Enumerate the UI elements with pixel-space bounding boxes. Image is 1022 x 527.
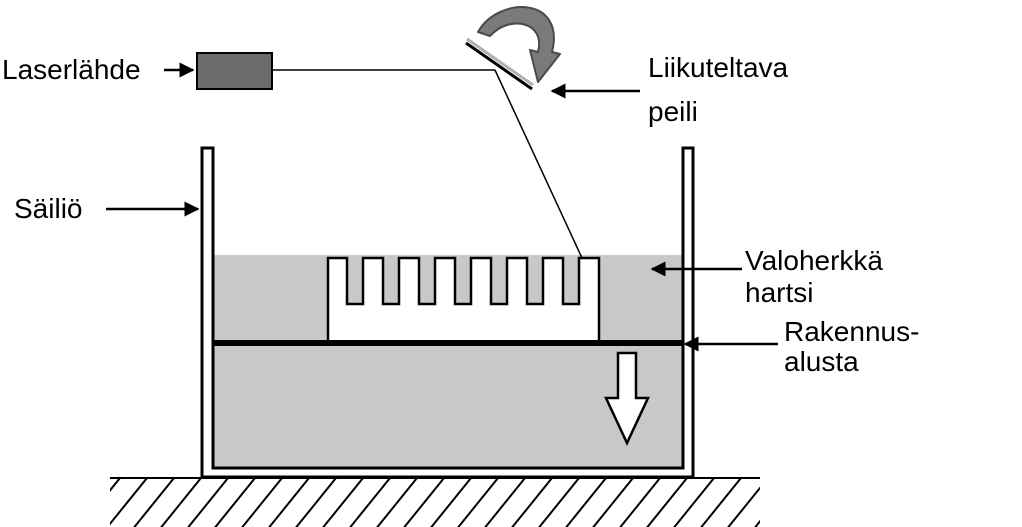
hatch-line [511, 478, 553, 527]
mirror-label-line2: peili [648, 96, 698, 127]
curved-arrow-icon [477, 6, 561, 83]
container [200, 146, 695, 479]
hatch-line [727, 486, 760, 527]
ground [110, 477, 822, 527]
hatch-line [700, 478, 742, 527]
hatch-line [646, 478, 688, 527]
laser-source-label: Laserlähde [2, 54, 141, 85]
hatch-line [376, 478, 418, 527]
container-label: Säiliö [14, 193, 82, 224]
platform-label-line1: Rakennus- [784, 316, 919, 347]
hatch-line [268, 478, 310, 527]
hatch-line [241, 478, 283, 527]
platform-label-line2: alusta [784, 346, 859, 377]
resin-label-line1: Valoherkkä [745, 245, 883, 276]
hatch-line [349, 478, 391, 527]
laser-beam [272, 69, 583, 259]
hatch-line [133, 478, 175, 527]
hatch-line [403, 478, 445, 527]
hatch-line [619, 478, 661, 527]
mirror-label-line1: Liikuteltava [648, 52, 789, 83]
down-arrow-icon [604, 351, 650, 446]
hatch-line [673, 478, 715, 527]
hatch-line [538, 478, 580, 527]
hatch-line [457, 478, 499, 527]
hatch-line [295, 478, 337, 527]
hatch-line [110, 478, 148, 526]
hatch-line [214, 478, 256, 527]
build-platform [213, 340, 683, 346]
hatch-line [110, 478, 121, 492]
hatch-line [187, 478, 229, 527]
hatch-line [322, 478, 364, 527]
resin-label-line2: hartsi [745, 277, 813, 308]
printed-part [326, 256, 601, 344]
hatch-line [754, 519, 760, 527]
hatch-line [160, 478, 202, 527]
hatch-line [780, 478, 822, 527]
hatch-line [565, 478, 607, 527]
hatch-line [484, 478, 526, 527]
mirror [465, 37, 534, 91]
laser-box [196, 52, 273, 90]
hatch-line [430, 478, 472, 527]
hatch-line [592, 478, 634, 527]
